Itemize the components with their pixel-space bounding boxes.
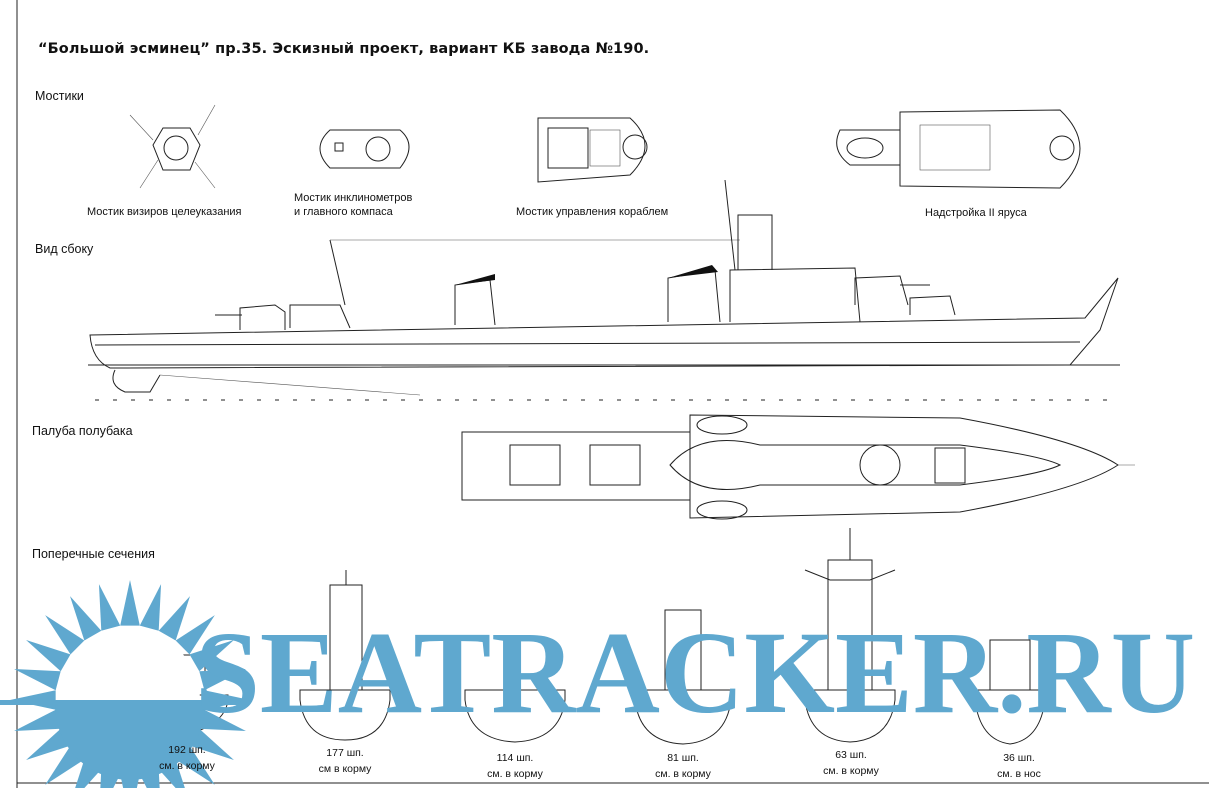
sun-ray	[26, 728, 71, 760]
view-direction: см. в корму	[487, 768, 543, 780]
frame-number: 81 шп.	[667, 752, 699, 764]
bridge-target-sight-drawing	[129, 104, 216, 189]
frame-number: 114 шп.	[496, 752, 534, 764]
cross-section-caption: 36 шп. см. в нос	[974, 750, 1064, 782]
sun-ray	[139, 584, 162, 631]
caption-superstructure-tier2: Надстройка II яруса	[925, 207, 1027, 219]
view-direction: см. в нос	[997, 768, 1041, 780]
bridge-inclinometer-drawing	[319, 129, 410, 169]
page-title: “Большой эсминец” пр.35. Эскизный проект…	[38, 41, 650, 57]
side-view-drawing	[88, 179, 1120, 401]
view-direction: см в корму	[318, 763, 372, 775]
frame-number: 63 шп.	[835, 749, 867, 761]
caption-inclinometer-bridge-line2: и главного компаса	[294, 206, 393, 218]
sun-ray	[45, 615, 85, 655]
caption-target-sight-bridge: Мостик визиров целеуказания	[87, 206, 242, 218]
cross-section-caption: 114 шп. см. в корму	[470, 750, 560, 782]
cross-section-caption: 63 шп. см. в корму	[806, 747, 896, 779]
bridge-ship-control-drawing	[537, 117, 648, 183]
section-label-cross-sections: Поперечные сечения	[32, 547, 155, 561]
caption-inclinometer-bridge-line1: Мостик инклинометров	[294, 192, 413, 204]
view-direction: см. в корму	[159, 760, 215, 772]
sun-ray	[14, 709, 61, 732]
cross-section-caption: 177 шп. см в корму	[300, 745, 390, 777]
section-label-bridges: Мостики	[35, 89, 84, 103]
sun-ray	[14, 668, 61, 691]
sun-ray	[98, 584, 121, 631]
frame-number: 192 шп.	[168, 744, 206, 756]
section-label-forecastle-deck: Палуба полубака	[32, 424, 133, 438]
watermark-logo: SEATRACKER.RU	[0, 580, 1195, 788]
section-label-side-view: Вид сбоку	[35, 242, 94, 256]
watermark-text: SEATRACKER.RU	[195, 607, 1195, 738]
sun-ray	[158, 596, 190, 641]
sun-ray	[175, 615, 215, 655]
sun-ray	[70, 596, 102, 641]
sun-ray	[199, 709, 246, 732]
superstructure-tier2-drawing	[836, 109, 1081, 189]
frame-number: 177 шп.	[326, 747, 364, 759]
sun-ray	[199, 668, 246, 691]
frame-number: 36 шп.	[1003, 752, 1035, 764]
cross-section-caption: 81 шп. см. в корму	[638, 750, 728, 782]
sun-ray	[120, 580, 140, 626]
view-direction: см. в корму	[655, 768, 711, 780]
cross-section-caption: 192 шп. см. в корму	[142, 742, 232, 774]
caption-ship-control-bridge: Мостик управления кораблем	[516, 206, 669, 218]
sun-lower-half	[55, 705, 205, 780]
sun-ray	[189, 728, 234, 760]
sun-ray	[26, 640, 71, 672]
sun-ray	[189, 640, 234, 672]
forecastle-deck-drawing	[461, 414, 1135, 520]
view-direction: см. в корму	[823, 765, 879, 777]
